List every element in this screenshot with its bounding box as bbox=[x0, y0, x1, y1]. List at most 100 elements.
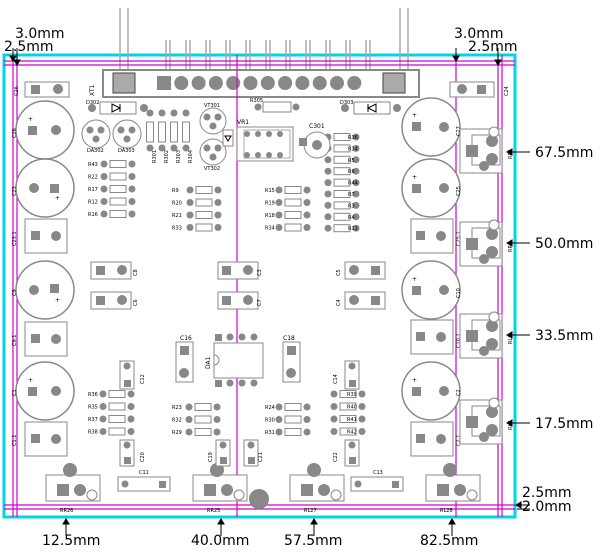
svg-text:+: + bbox=[55, 195, 60, 202]
part-label: C2 bbox=[456, 389, 462, 396]
connector-label: XT1 bbox=[89, 84, 96, 96]
part-label: RL7 bbox=[508, 421, 514, 430]
part-label: RR1 bbox=[508, 149, 514, 159]
part-label: C24 bbox=[504, 86, 510, 96]
part-label: R18 bbox=[265, 213, 275, 219]
resistor-bottom-mid-right-3: R31 bbox=[265, 428, 311, 436]
part-label: R303 bbox=[176, 150, 182, 163]
resistor-mid-right-1: R15 bbox=[265, 186, 311, 194]
part-label: C19 bbox=[208, 452, 214, 462]
part-label: C16 bbox=[180, 335, 192, 342]
resistor-bottom-mid-right-2: R30 bbox=[265, 415, 311, 424]
svg-text:+: + bbox=[55, 297, 60, 304]
part-label: R38 bbox=[88, 430, 98, 436]
part-label: R11 bbox=[348, 226, 358, 232]
relay-rr25: RR25 bbox=[192, 463, 248, 514]
part-label: R23 bbox=[172, 405, 182, 411]
part-label: RL3 bbox=[508, 335, 514, 344]
resistor-bottom-right-1: R39 bbox=[330, 390, 366, 398]
resistor-left-5: R16 bbox=[88, 210, 136, 218]
relay-rl27: RL27 bbox=[289, 463, 345, 514]
part-label: R36 bbox=[348, 135, 358, 141]
dim-right-33-5: 33.5mm bbox=[535, 328, 593, 344]
resistor-bottom-right-3: R41 bbox=[330, 415, 366, 423]
resistor-bottom-left-2: R35 bbox=[88, 402, 135, 411]
part-label: C2.1 bbox=[456, 435, 462, 446]
part-label: RR5 bbox=[508, 242, 514, 252]
part-label: R31 bbox=[265, 430, 275, 436]
connector-pad bbox=[278, 76, 293, 90]
part-label: DA303 bbox=[118, 148, 135, 154]
part-label: C18 bbox=[283, 335, 295, 342]
right-column-parts: C24 + C27 + C25 C25.1 + C10 C10.1 + C2 C… bbox=[401, 81, 510, 457]
connector-pad bbox=[312, 76, 327, 90]
resistor-right-3: R5 bbox=[324, 155, 360, 164]
left-column-parts: C26 + C26 + C23 C23.1 + C9 C9.1 + C1 C1.… bbox=[12, 81, 75, 457]
part-label: R6 bbox=[348, 169, 355, 175]
part-label: C3 bbox=[257, 269, 263, 276]
part-label: C4 bbox=[336, 299, 342, 306]
resistor-columns: R43R22R17R12R16R9R20R21R33R15R19R18R34R3… bbox=[88, 109, 366, 436]
dimension-arrows bbox=[9, 48, 530, 536]
part-label: R4 bbox=[348, 215, 355, 221]
part-label: VR1 bbox=[237, 119, 249, 126]
dim-right-50-0: 50.0mm bbox=[535, 236, 593, 252]
svg-text:+: + bbox=[412, 174, 417, 181]
part-label: RR26 bbox=[60, 508, 73, 514]
part-label: C22 bbox=[333, 452, 339, 462]
resistor-bottom-right-4: R42 bbox=[330, 427, 366, 436]
relay-rl28: RL28 bbox=[425, 463, 481, 514]
resistor-mid-left-3: R21 bbox=[172, 211, 222, 219]
part-label: C13 bbox=[373, 470, 383, 476]
part-label: R7 bbox=[348, 192, 355, 198]
part-label: C11 bbox=[139, 470, 149, 476]
dim-bottom-82-5: 82.5mm bbox=[420, 533, 478, 549]
dim-bottom-right-b: 2.0mm bbox=[522, 499, 572, 515]
connector-pad bbox=[295, 76, 310, 90]
connector-pad bbox=[191, 76, 206, 90]
resistor-mid-right-2: R19 bbox=[265, 198, 311, 207]
connector-pad bbox=[174, 76, 189, 90]
dim-top-left-b: 2.5mm bbox=[4, 39, 54, 55]
part-label: D303 bbox=[340, 100, 353, 106]
connector-pad bbox=[226, 76, 241, 90]
dim-bottom-40-0: 40.0mm bbox=[191, 533, 249, 549]
connector-pad bbox=[347, 76, 362, 90]
part-label: DA302 bbox=[87, 148, 104, 154]
part-label: R37 bbox=[88, 417, 98, 423]
part-label: VT301 bbox=[204, 103, 220, 109]
dim-bottom-12-5: 12.5mm bbox=[42, 533, 100, 549]
part-label: C5 bbox=[336, 269, 342, 276]
resistor-mid-left-1: R9 bbox=[172, 186, 222, 194]
relay-rr5: RR5 bbox=[459, 219, 514, 267]
part-label: C25.1 bbox=[456, 231, 462, 246]
resistor-right-1: R36 bbox=[324, 133, 360, 141]
resistor-left-4: R12 bbox=[88, 197, 136, 206]
resistor-left-1: R43 bbox=[88, 160, 136, 168]
resistor-bottom-left-4: R38 bbox=[88, 427, 135, 436]
part-label: C26 bbox=[14, 86, 20, 96]
dim-right-67-5: 67.5mm bbox=[535, 145, 593, 161]
relay-rr1: RR1 bbox=[459, 126, 514, 174]
dim-top-right-a: 3.0mm bbox=[454, 26, 504, 42]
resistor-bottom-mid-left-1: R23 bbox=[172, 403, 221, 411]
part-label: R29 bbox=[172, 430, 182, 436]
part-label: R42 bbox=[347, 430, 357, 436]
part-label: RL27 bbox=[304, 508, 317, 514]
part-label: C25 bbox=[456, 186, 462, 196]
part-label: D302 bbox=[86, 100, 99, 106]
part-label: C301 bbox=[309, 123, 325, 130]
part-label: C8 bbox=[133, 269, 139, 276]
resistor-bottom-mid-left-2: R32 bbox=[172, 415, 221, 424]
part-label: R24 bbox=[265, 405, 275, 411]
resistor-top-1: R301 bbox=[146, 109, 158, 163]
part-label: C6 bbox=[133, 299, 139, 306]
part-label: R15 bbox=[265, 188, 275, 194]
part-label: C20 bbox=[140, 452, 146, 462]
part-label: C1 bbox=[12, 389, 18, 396]
dim-bottom-right-a: 2.5mm bbox=[522, 485, 572, 501]
resistor-mid-left-2: R20 bbox=[172, 198, 222, 207]
resistor-bottom-left-1: R36 bbox=[88, 390, 135, 398]
